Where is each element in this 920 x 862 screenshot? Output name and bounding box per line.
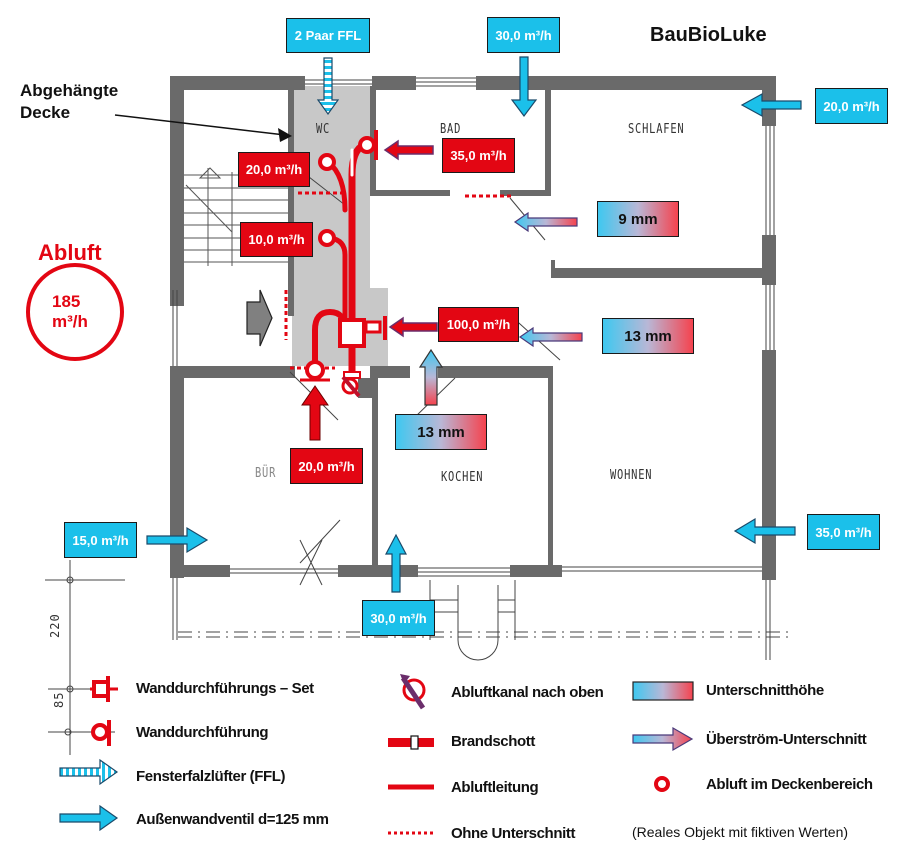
supply-arrow-kochen-icon [385,533,407,593]
legend-label-no-undercut: Ohne Unterschnitt [451,825,576,842]
ceiling-exhaust-points [300,136,376,382]
wall-penetration-set-icon [364,320,382,334]
supply-arrow-wohnen-icon [733,517,796,545]
dimension-85: 85 [52,691,66,708]
supply-label-schlafen: 20,0 m³/h [815,88,888,124]
exhaust-duct-up-icon [400,674,426,710]
total-exhaust-circle [26,263,124,361]
supply-arrow-buero-icon [146,526,209,554]
legend-label-wall-penetration-set: Wanddurchführungs – Set [136,680,314,697]
ceiling-exhaust-ring-icon [305,360,325,380]
legend-label-fire-damper: Brandschott [451,733,535,750]
undercut-label-wohnen: 13 mm [602,318,694,354]
entrance-steps [178,580,790,661]
undercut-label-schlafen: 9 mm [597,201,679,237]
ceiling-exhaust-ring-icon [654,776,670,792]
supply-arrows [146,56,802,593]
overflow-undercut-arrow-icon [632,726,694,752]
legend-label-wall-penetration: Wanddurchführung [136,724,269,741]
fan-unit [338,316,387,348]
room-label-kochen: KOCHEN [441,470,484,485]
room-label-buero: BÜR [255,466,277,481]
legend-label-overflow-undercut: Überström-Unterschnitt [706,731,867,748]
supply-label-wohnen: 35,0 m³/h [807,514,880,550]
legend-label-ceiling-exhaust: Abluft im Deckenbereich [706,776,873,793]
overflow-undercut-arrows [418,211,583,406]
wall-penetration-set-icon [90,676,118,702]
exhaust-label-bad: 35,0 m³/h [442,138,515,173]
undercut-label-kochen: 13 mm [395,414,487,450]
windows [172,77,775,660]
exhaust-arrow-bad-icon [383,139,434,161]
ceiling-exhaust-ring-icon [358,136,376,154]
total-exhaust-heading: Abluft [38,240,102,265]
overflow-arrow-schlafen-icon [513,211,578,233]
suspended-ceiling-annotation: Abgehängte Decke [20,80,118,124]
exhaust-direction-arrows [383,139,438,338]
room-label-wohnen: WOHNEN [610,468,653,483]
room-label-schlafen: SCHLAFEN [628,122,685,137]
legend-label-outer-wall-valve: Außenwandventil d=125 mm [136,811,329,828]
legend-label-exhaust-line: Abluftleitung [451,779,539,796]
legend-label-window-vent: Fensterfalzlüfter (FFL) [136,768,286,785]
room-label-bad: BAD [440,122,462,137]
dimension-220: 220 [48,613,62,638]
overflow-arrow-stairwell-icon [246,289,273,347]
overflow-arrow-wohnen-icon [518,326,583,348]
fire-damper-icon [388,735,434,750]
dimension-line [45,560,125,755]
room-label-wc: WC [316,122,331,137]
supply-label-kochen: 30,0 m³/h [362,600,435,636]
legend-label-exhaust-duct-up: Abluftkanal nach oben [451,684,604,701]
exhaust-arrow-buero-icon [301,385,329,441]
exhaust-label-buero: 20,0 m³/h [290,448,363,484]
supply-arrow-schlafen-icon [740,92,802,118]
ceiling-exhaust-ring-icon [318,153,336,171]
total-exhaust-unit: m³/h [52,312,88,331]
exhaust-label-wc-upper: 20,0 m³/h [238,152,310,187]
wall-penetration-icon [91,720,111,746]
total-exhaust-value: 185 [52,292,81,311]
fire-damper-icon [343,371,361,379]
legend-label-undercut-height: Unterschnitthöhe [706,682,824,699]
supply-label-buero: 15,0 m³/h [64,522,137,558]
exhaust-duct-up-icon [341,375,361,398]
exhaust-label-kochen: 100,0 m³/h [438,307,519,342]
exhaust-label-stair: 10,0 m³/h [240,222,313,257]
undercut-height-gradient-icon [632,681,694,701]
annotation-line-1: Abgehängte [20,81,119,100]
outer-wall-valve-arrow-icon [59,804,119,832]
ffl-label: 2 Paar FFL [286,18,370,53]
supply-label-bad: 30,0 m³/h [487,17,560,53]
supply-arrow-bad-icon [510,56,538,117]
ceiling-exhaust-ring-icon [318,229,336,247]
overflow-arrow-kochen-icon [418,348,444,406]
exhaust-arrow-kochen-icon [388,316,438,338]
legend-note: (Reales Objekt mit fiktiven Werten) [632,824,849,840]
page-title: BauBioLuke [650,24,767,46]
annotation-line-2: Decke [20,103,71,122]
window-vent-arrow-icon [59,758,119,786]
ffl-arrow-icon [316,57,340,116]
legend-icons [59,674,694,835]
annotation-pointer [114,114,292,142]
